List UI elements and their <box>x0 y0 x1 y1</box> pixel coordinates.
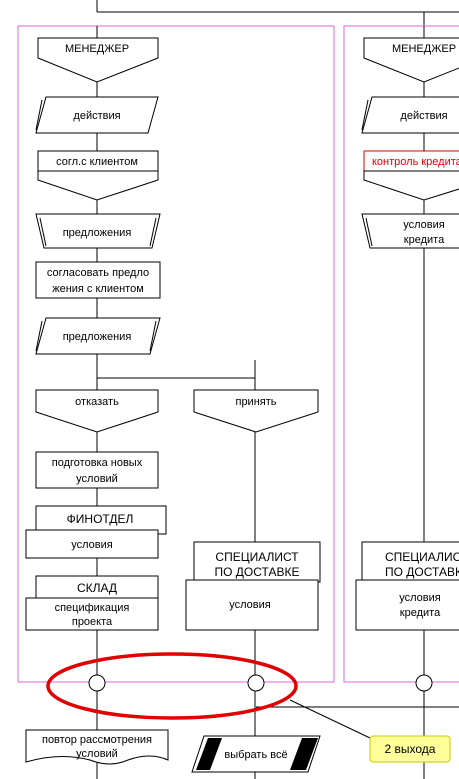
role-specialist-right-label-1: СПЕЦИАЛИСТ <box>385 550 459 564</box>
io-proposals-1-edge <box>39 217 47 247</box>
io-actions-left-edge <box>35 99 43 131</box>
role-specialist-right[interactable] <box>361 541 459 583</box>
process-agree-proposals-label-2: жения с клиентом <box>52 283 144 295</box>
offpage-connector <box>37 170 159 201</box>
branch-accept-label: принять <box>235 396 276 408</box>
callout-box <box>369 735 451 763</box>
io-proposals-1-label: предложения <box>63 227 132 239</box>
role-delivery-specialist[interactable] <box>193 541 321 583</box>
process-credit-control-label: контроль кредита <box>372 156 459 168</box>
callout-label: 2 выхода <box>385 742 436 756</box>
process-prepare-label-1: подготовка новых <box>52 457 143 469</box>
io-credit-label-2: кредита <box>404 234 445 246</box>
io-select-all-left-bar <box>196 738 222 770</box>
io-actions-right[interactable] <box>361 96 459 134</box>
io-credit-conditions[interactable] <box>361 213 459 249</box>
offpage-connector-right <box>363 170 459 201</box>
io-actions-right-label: действия <box>400 110 447 122</box>
finance-conditions-label: условия <box>71 539 113 551</box>
doc-repeat-review[interactable] <box>25 729 169 765</box>
exit-circle-middle[interactable] <box>247 674 265 692</box>
process-prepare-label-2: условий <box>76 473 118 485</box>
exit-circle-right[interactable] <box>415 674 433 692</box>
swimlane-left <box>17 25 335 683</box>
process-agree-client-label: согл.с клиентом <box>56 156 138 168</box>
io-proposals-2-label: предложения <box>63 331 132 343</box>
io-proposals-1[interactable] <box>35 213 161 249</box>
credit-conditions-box[interactable] <box>355 579 459 631</box>
warehouse-spec-label-2: проекта <box>72 616 113 628</box>
io-credit-edge <box>365 217 373 247</box>
credit-conditions-label-2: кредита <box>400 607 441 619</box>
warehouse-spec-label-1: спецификация <box>55 602 130 614</box>
role-specialist-right-label-2: ПО ДОСТАВКЕ <box>385 565 459 579</box>
branch-accept[interactable] <box>193 389 319 433</box>
doc-repeat-label-1: повтор рассмотрения <box>42 734 152 746</box>
role-delivery-label-1: СПЕЦИАЛИСТ <box>215 550 299 564</box>
role-warehouse-label: СКЛАД <box>77 581 117 595</box>
io-proposals-2[interactable] <box>35 317 161 355</box>
role-manager-left-label: МЕНЕДЖЕР <box>65 43 129 55</box>
delivery-conditions-box[interactable] <box>185 579 319 631</box>
io-proposals-1-edge <box>149 217 157 247</box>
io-select-all-label: выбрать всё <box>224 749 287 761</box>
role-manager-right-label: МЕНЕДЖЕР <box>392 43 456 55</box>
io-actions-left[interactable] <box>35 96 159 134</box>
process-prepare-conditions[interactable] <box>35 451 159 489</box>
role-manager-right[interactable] <box>363 37 459 83</box>
warehouse-spec-box[interactable] <box>25 597 159 631</box>
exit-circle-left[interactable] <box>88 674 106 692</box>
doc-repeat-label-2: условий <box>76 748 118 760</box>
callout-pointer <box>289 699 371 739</box>
swimlane-right <box>343 25 459 683</box>
role-manager-left[interactable] <box>37 37 159 83</box>
role-finance-label: ФИНОТДЕЛ <box>67 512 134 526</box>
io-actions-left-label: действия <box>73 110 120 122</box>
io-select-all-right-bar <box>290 738 318 770</box>
io-proposals-2-edge <box>149 320 157 352</box>
finance-conditions-box[interactable] <box>25 529 159 559</box>
branch-reject-label: отказать <box>75 396 119 408</box>
delivery-conditions-label: условия <box>229 599 271 611</box>
process-agree-proposals-label-1: согласовать предло <box>47 267 149 279</box>
io-actions-right-edge <box>361 99 369 131</box>
highlight-ellipse <box>46 652 298 720</box>
io-credit-label-1: условия <box>403 219 445 231</box>
role-delivery-label-2: ПО ДОСТАВКЕ <box>215 565 300 579</box>
io-select-all[interactable] <box>191 735 321 773</box>
process-agree-proposals[interactable] <box>35 261 161 299</box>
io-proposals-2-edge <box>35 320 43 352</box>
branch-reject[interactable] <box>35 389 159 433</box>
credit-conditions-label-1: условия <box>399 592 441 604</box>
